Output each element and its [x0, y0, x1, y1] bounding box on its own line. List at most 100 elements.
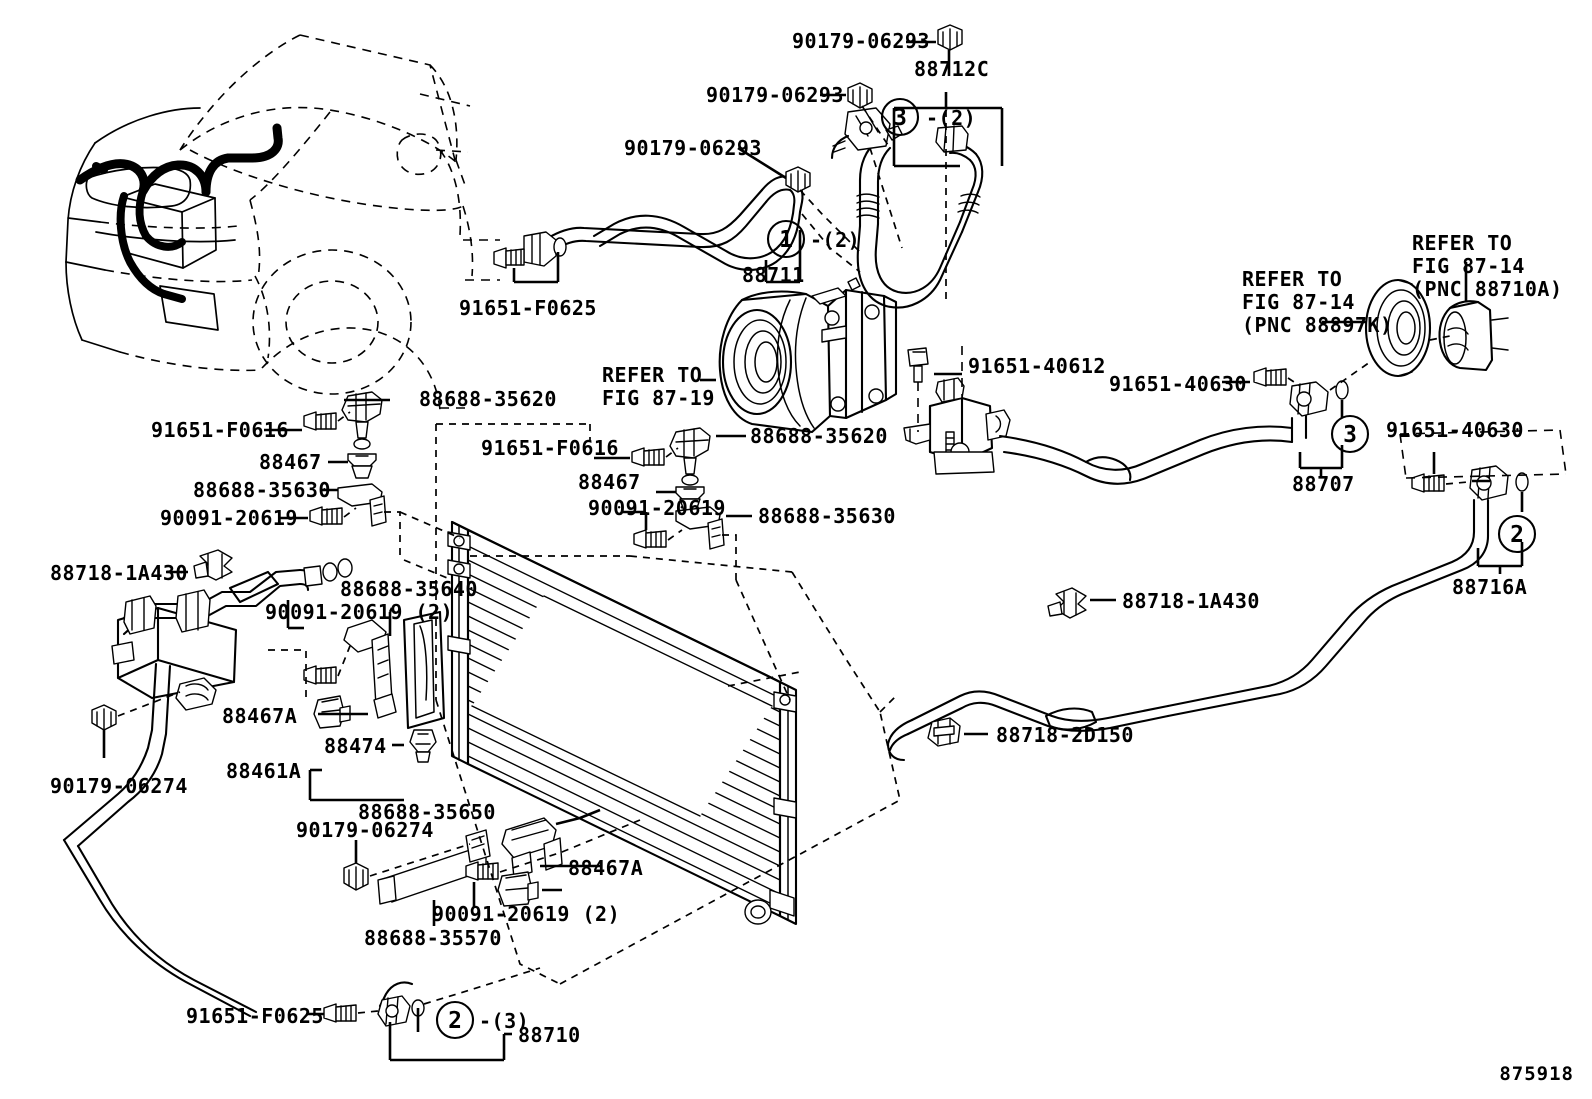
- label-88688-35640: 88688-35640: [340, 577, 478, 601]
- condenser-mounts: [447, 531, 797, 925]
- label-88718-1a430-left: 88718-1A430: [50, 561, 188, 585]
- label-88710: 88710: [518, 1023, 581, 1047]
- figure-code: 875918: [1499, 1063, 1574, 1085]
- label-91651-f0625-top: 91651-F0625: [459, 296, 597, 320]
- bolt-91651-f0616-b: [631, 447, 665, 467]
- clip-88718-1a430-right: [1047, 587, 1087, 619]
- refer-line-3: (PNC 88897K): [1242, 313, 1393, 338]
- label-90179-06293-c: 90179-06293: [624, 136, 762, 160]
- label-88467a-bottom: 88467A: [568, 856, 644, 880]
- label-91651-40630-b: 91651-40630: [1386, 418, 1524, 442]
- vehicle-illustration: [65, 34, 500, 411]
- refer-line-2: FIG 87-14: [1412, 254, 1525, 279]
- pipe-88707-assembly: [903, 346, 1349, 485]
- nut-90179-06293-top: [937, 24, 963, 51]
- bolt-90091-20619-2b: [465, 861, 499, 881]
- callout-number-1: 1: [779, 227, 793, 253]
- callout-qty-1: -(2): [810, 228, 861, 252]
- nut-90179-06274-a: [91, 704, 117, 731]
- label-88688-35620-a: 88688-35620: [419, 387, 557, 411]
- assembly-guides: [435, 423, 901, 985]
- callout-qty-3-top: -(2): [926, 106, 977, 130]
- label-88467-a: 88467: [259, 450, 322, 474]
- label-90179-06293-a: 90179-06293: [792, 29, 930, 53]
- label-88474: 88474: [324, 734, 387, 758]
- bolt-90091-20619-2a: [303, 665, 337, 685]
- label-91651-f0616-b: 91651-F0616: [481, 436, 619, 460]
- refer-line-2: FIG 87-19: [602, 386, 715, 411]
- clip-88467a-left: [313, 695, 351, 729]
- lower-clip-left: [175, 677, 217, 711]
- cap-88474: [409, 729, 437, 763]
- bolt-91651-40630-a: [1253, 367, 1287, 387]
- bolt-90091-20619-b: [633, 529, 667, 549]
- label-90179-06274-b: 90179-06274: [296, 818, 434, 842]
- fitting-bottom: [377, 995, 425, 1027]
- label-88467a-left: 88467A: [222, 704, 298, 728]
- label-90091-20619-a: 90091-20619: [160, 506, 298, 530]
- label-88688-35650: 88688-35650: [358, 800, 496, 824]
- callout-number-3-top: 3: [893, 105, 907, 131]
- leader-lines: [264, 40, 1490, 1016]
- callout-number-2-88710: 2: [448, 1008, 462, 1034]
- hose-88712c-assembly: [785, 24, 1004, 309]
- bracket-group-left: [303, 391, 401, 560]
- fitting-88716a: [1469, 465, 1529, 501]
- bottom-fitting-88710: [323, 967, 541, 1062]
- label-91651-40630-a: 91651-40630: [1109, 372, 1247, 396]
- fitting-88712c-top-right: [935, 125, 969, 153]
- clip-88718-2d150: [927, 717, 961, 747]
- bolt-91651-f0625-bottom: [323, 1003, 357, 1023]
- label-88718-2d150: 88718-2D150: [996, 723, 1134, 747]
- bracket-88688-35650: [501, 817, 563, 879]
- label-88467-b: 88467: [578, 470, 641, 494]
- clip-88467a-bottom: [497, 871, 539, 907]
- left-pipe-block-assembly: [62, 549, 353, 1018]
- label-88716a: 88716A: [1452, 575, 1528, 599]
- receiver-drier-88461a: [308, 610, 446, 802]
- label-88688-35630-a: 88688-35630: [193, 478, 331, 502]
- fitting-88707-right: [1289, 380, 1349, 444]
- refer-line-2: FIG 87-14: [1242, 290, 1355, 315]
- label-91651-f0616-a: 91651-F0616: [151, 418, 289, 442]
- label-88461a: 88461A: [226, 759, 302, 783]
- label-90179-06293-b: 90179-06293: [706, 83, 844, 107]
- label-88718-1a430-right: 88718-1A430: [1122, 589, 1260, 613]
- refer-line-3: (PNC 88710A): [1412, 277, 1563, 302]
- callout-number-2-88716a: 2: [1510, 522, 1524, 548]
- label-88688-35570: 88688-35570: [364, 926, 502, 950]
- nut-90179-06274-b: [343, 862, 369, 891]
- bolt-91651-f0616-a: [303, 411, 337, 431]
- label-88688-35620-b: 88688-35620: [750, 424, 888, 448]
- bracket-88688-35630-b: [675, 506, 725, 550]
- bracket-88688-35630-a: [337, 483, 387, 527]
- magnetic-clutch-88710a: [1438, 300, 1509, 372]
- hose-88711-assembly: [493, 175, 804, 271]
- clutch-pulley-88897k: [1364, 278, 1432, 378]
- compressor-assembly: [718, 277, 898, 434]
- bracket-88688-35640: [268, 607, 397, 729]
- nut-90179-06293-mid: [847, 82, 873, 109]
- nut-90179-06293-low: [785, 166, 811, 193]
- label-88712c: 88712C: [914, 57, 990, 81]
- bolt-91651-40630-b: [1411, 473, 1445, 493]
- label-88711: 88711: [742, 263, 805, 287]
- bolt-90091-20619-a: [309, 506, 343, 526]
- bolt-91651-40612: [907, 347, 929, 383]
- clip-88718-1a430-left: [193, 549, 233, 581]
- bracket-group-bottom: [343, 808, 641, 926]
- bolt-91651-f0625-top: [493, 247, 525, 269]
- label-91651-f0625-bottom: 91651-F0625: [186, 1004, 324, 1028]
- label-90091-20619-2b: 90091-20619 (2): [432, 902, 621, 926]
- refer-line-1: REFER TO: [1412, 231, 1513, 255]
- label-88688-35630-b: 88688-35630: [758, 504, 896, 528]
- condenser-88460: [399, 511, 881, 926]
- refer-line-1: REFER TO: [602, 363, 703, 387]
- callout-qty-2-88710: -(3): [479, 1009, 530, 1033]
- label-88707: 88707: [1292, 472, 1355, 496]
